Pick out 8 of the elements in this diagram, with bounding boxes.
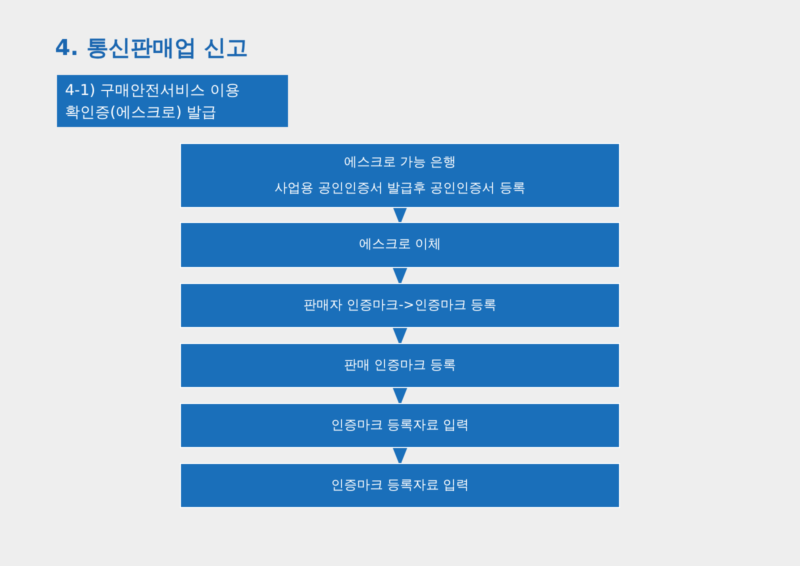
- subtitle-box: 4-1) 구매안전서비스 이용 확인증(에스크로) 발급: [57, 75, 288, 127]
- process-box: 판매 인증마크 등록: [180, 343, 620, 388]
- title: 4. 통신판매업 신고: [55, 35, 248, 63]
- process-box: 에스크로 가능 은행 사업용 공인인증서 발급후 공인인증서 등록: [180, 143, 620, 208]
- process-box: 인증마크 등록자료 입력: [180, 463, 620, 508]
- process-box: 에스크로 이체: [180, 222, 620, 268]
- process-box: 인증마크 등록자료 입력: [180, 403, 620, 448]
- process-box: 판매자 인증마크->인증마크 등록: [180, 283, 620, 328]
